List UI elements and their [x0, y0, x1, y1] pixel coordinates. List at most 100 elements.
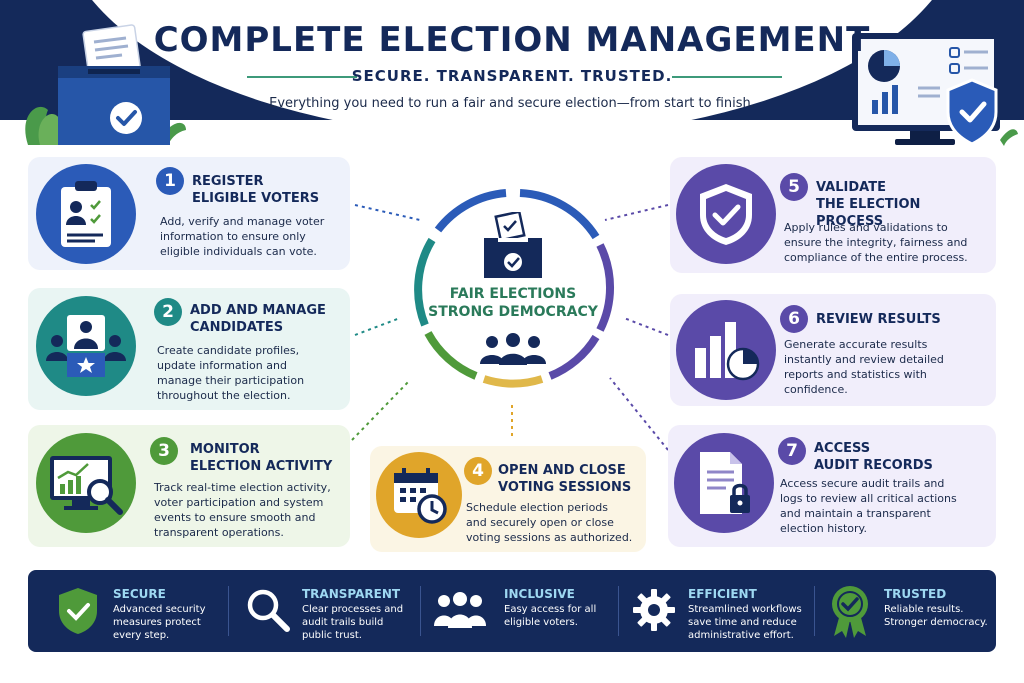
step-1-text-line: Add, verify and manage voter: [160, 215, 325, 228]
step-7-title: ACCESS AUDIT RECORDS: [814, 440, 989, 474]
step-2-text-line: throughout the election.: [157, 389, 291, 402]
benefit-text-line: Clear processes and: [302, 604, 404, 615]
step-2-title: ADD AND MANAGE CANDIDATES: [190, 302, 345, 336]
magnifier-icon: [247, 589, 290, 632]
calendar-clock-icon: [394, 468, 447, 524]
step-1-number: 1: [156, 167, 184, 195]
step-4-text-line: voting sessions as authorized.: [466, 531, 633, 544]
results-chart-icon: [695, 322, 760, 381]
step-2-title-line2: CANDIDATES: [190, 320, 284, 335]
step-3-title-line2: ELECTION ACTIVITY: [190, 459, 333, 474]
step-5-text-line: compliance of the entire process.: [784, 251, 968, 264]
step-3-text-line: Track real-time election activity,: [154, 481, 331, 494]
step-4-text-line: and securely open or close: [466, 516, 614, 529]
subtitle-rule-right: [672, 76, 782, 78]
step-1-text-line: eligible individuals can vote.: [160, 245, 317, 258]
benefit-text-line: audit trails build: [302, 617, 384, 628]
benefit-efficient-title: EFFICIENT: [688, 587, 757, 601]
gear-icon: [633, 589, 675, 631]
step-7-number: 7: [778, 437, 806, 465]
shield-check-icon: [700, 184, 752, 245]
step-6-title-line1: REVIEW RESULTS: [816, 312, 941, 327]
shield-icon: [59, 588, 97, 634]
benefits-bar: SECURE Advanced security measures protec…: [28, 570, 996, 652]
step-4-title: OPEN AND CLOSE VOTING SESSIONS: [498, 462, 643, 496]
center-slogan-line2: STRONG DEMOCRACY: [428, 304, 598, 320]
benefit-trusted-title: TRUSTED: [884, 587, 947, 601]
step-5-icon-circle: [676, 164, 776, 264]
benefit-inclusive-title: INCLUSIVE: [504, 587, 575, 601]
benefit-text-line: Reliable results.: [884, 604, 964, 615]
center-slogan: FAIR ELECTIONS STRONG DEMOCRACY: [420, 285, 606, 321]
step-2-icon-circle: [36, 296, 136, 396]
audit-lock-icon: [700, 452, 750, 514]
benefit-text-line: Advanced security: [113, 604, 206, 615]
step-4-number: 4: [464, 457, 492, 485]
benefit-text-line: administrative effort.: [688, 630, 794, 641]
step-3-number: 3: [150, 437, 178, 465]
process-ring: [410, 185, 616, 391]
step-6-description: Generate accurate results instantly and …: [784, 337, 989, 397]
step-3-title: MONITOR ELECTION ACTIVITY: [190, 441, 345, 475]
benefit-text-line: every step.: [113, 630, 170, 641]
step-1-title-line1: REGISTER: [192, 174, 264, 189]
step-3-text-line: events to ensure smooth and: [154, 511, 316, 524]
step-5-description: Apply rules and validations to ensure th…: [784, 220, 989, 265]
voter-list-icon: [61, 181, 111, 247]
monitor-chart-icon: [50, 456, 123, 515]
step-2-text-line: Create candidate profiles,: [157, 344, 300, 357]
step-4-text-line: Schedule election periods: [466, 501, 609, 514]
benefit-separator: [618, 586, 619, 636]
step-4-icon-circle: [376, 452, 462, 538]
benefit-text-line: Easy access for all: [504, 604, 597, 615]
page-tagline: Everything you need to run a fair and se…: [269, 96, 755, 111]
benefit-trusted-text: Reliable results. Stronger democracy.: [884, 603, 994, 629]
center-people-icon: [480, 333, 546, 365]
ballot-box-icon: [25, 24, 186, 145]
benefit-secure-text: Advanced security measures protect every…: [113, 603, 223, 642]
benefit-separator: [814, 586, 815, 636]
step-7-text-line: election history.: [780, 522, 867, 535]
step-5-number: 5: [780, 173, 808, 201]
step-4-title-line2: VOTING SESSIONS: [498, 480, 632, 495]
step-2-title-line1: ADD AND MANAGE: [190, 303, 326, 318]
step-7-text-line: and maintain a transparent: [780, 507, 931, 520]
step-6-text-line: Generate accurate results: [784, 338, 928, 351]
benefit-separator: [420, 586, 421, 636]
subtitle-rule-left: [247, 76, 357, 78]
benefit-efficient-text: Streamlined workflows save time and redu…: [688, 603, 808, 642]
step-6-text-line: instantly and review detailed: [784, 353, 944, 366]
step-3-text-line: transparent operations.: [154, 526, 284, 539]
step-7-text-line: logs to review all critical actions: [780, 492, 957, 505]
step-1-title: REGISTER ELIGIBLE VOTERS: [192, 173, 342, 207]
benefit-text-line: Stronger democracy.: [884, 617, 988, 628]
step-4-description: Schedule election periods and securely o…: [466, 500, 641, 545]
step-6-icon-circle: [676, 300, 776, 400]
step-6-title: REVIEW RESULTS: [816, 311, 991, 328]
step-1-title-line2: ELIGIBLE VOTERS: [192, 191, 320, 206]
step-3-title-line1: MONITOR: [190, 442, 260, 457]
center-ballot-box-icon: [484, 212, 542, 278]
center-slogan-line1: FAIR ELECTIONS: [449, 286, 577, 302]
step-3-description: Track real-time election activity, voter…: [154, 480, 346, 540]
step-2-number: 2: [154, 298, 182, 326]
page-title: COMPLETE ELECTION MANAGEMENT: [153, 20, 871, 60]
step-1-icon-circle: [36, 164, 136, 264]
step-5-text-line: ensure the integrity, fairness and: [784, 236, 968, 249]
step-4-title-line1: OPEN AND CLOSE: [498, 463, 626, 478]
candidates-icon: [46, 315, 126, 377]
dashboard-monitor-icon: [852, 33, 1018, 146]
step-7-icon-circle: [674, 433, 774, 533]
step-2-text-line: manage their participation: [157, 374, 305, 387]
benefit-transparent-title: TRANSPARENT: [302, 587, 401, 601]
benefit-text-line: save time and reduce: [688, 617, 797, 628]
benefit-text-line: measures protect: [113, 617, 201, 628]
step-7-title-line1: ACCESS: [814, 441, 871, 456]
step-6-text-line: reports and statistics with: [784, 368, 927, 381]
benefit-secure-title: SECURE: [113, 587, 166, 601]
benefit-text-line: eligible voters.: [504, 617, 578, 628]
step-5-title-line1: VALIDATE: [816, 180, 886, 195]
step-7-description: Access secure audit trails and logs to r…: [780, 476, 990, 536]
step-6-text-line: confidence.: [784, 383, 848, 396]
